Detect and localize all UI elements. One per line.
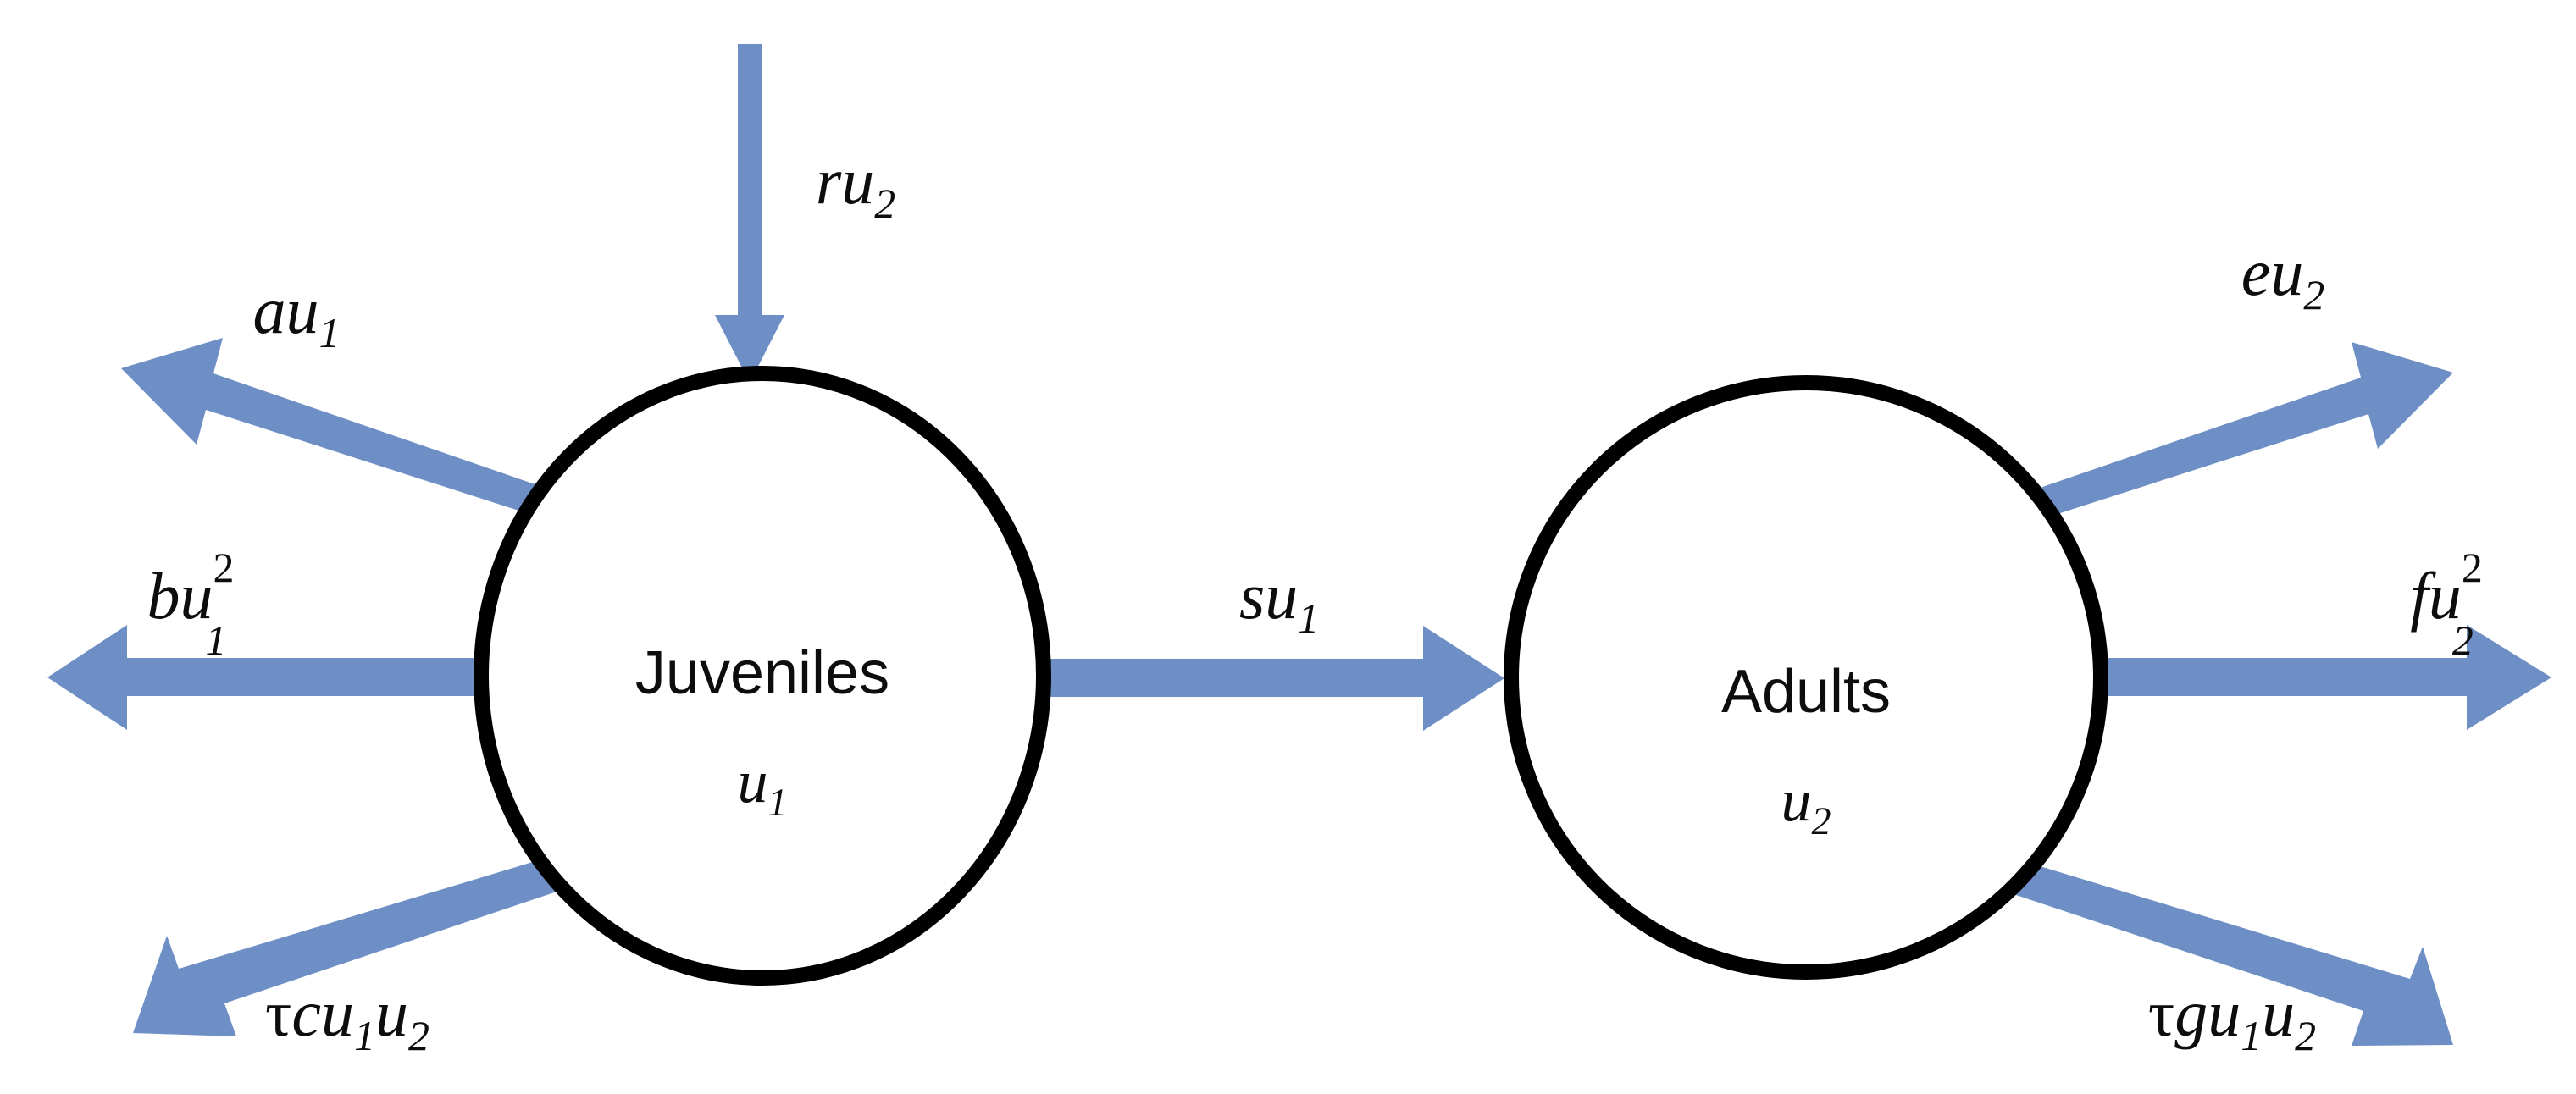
au1-base: a <box>253 274 286 347</box>
flow-arrow-au1 <box>121 338 563 525</box>
flow-label-eu2: eu2 <box>2241 235 2325 319</box>
eu2-var: u <box>2270 235 2303 309</box>
tcu1u2-var2: u <box>375 976 408 1050</box>
fu2sq-sup: 2 <box>2462 544 2483 591</box>
node-state-juveniles: u1 <box>737 748 787 824</box>
flow-arrow-tgu1u2 <box>1993 855 2453 1046</box>
flow-label-su1: su1 <box>1239 559 1319 643</box>
ru2-var: u <box>841 144 874 218</box>
tgu1u2-sub1: 1 <box>2241 1013 2262 1059</box>
tcu1u2-sub1: 1 <box>354 1013 375 1059</box>
eu2-arrow-shape <box>2015 342 2453 528</box>
ru2-sub: 2 <box>874 180 895 227</box>
tgu1u2-tau: τ <box>2148 976 2174 1050</box>
node-state-juveniles-sub: 1 <box>767 781 787 824</box>
flow-arrow-su1 <box>1045 626 1504 731</box>
flow-arrow-eu2 <box>2015 342 2453 528</box>
bu1sq-sup: 2 <box>213 544 235 591</box>
flow-arrow-bu1sq <box>47 625 487 730</box>
flow-arrow-ru2 <box>715 44 784 383</box>
su1-var: u <box>1265 559 1298 633</box>
au1-sub: 1 <box>319 310 341 356</box>
eu2-base: e <box>2241 235 2271 309</box>
tgu1u2-base: g <box>2174 976 2208 1050</box>
fu2sq-var: u <box>2429 559 2462 633</box>
node-state-juveniles-var: u <box>737 748 767 815</box>
tcu1u2-var1: u <box>321 976 354 1050</box>
tcu1u2-arrow-shape <box>133 851 582 1036</box>
node-circle-juveniles[interactable] <box>474 366 1051 986</box>
flow-label-tcu1u2: τcu1u2 <box>265 976 429 1060</box>
tcu1u2-sub2: 2 <box>408 1013 429 1059</box>
node-label-adults: Adults <box>1721 658 1891 726</box>
tgu1u2-arrow-shape <box>1993 855 2453 1046</box>
node-circle-adults[interactable] <box>1504 375 2108 980</box>
su1-base: s <box>1239 559 1265 633</box>
node-state-adults: u2 <box>1781 766 1831 843</box>
tgu1u2-var2: u <box>2262 976 2295 1050</box>
tgu1u2-var1: u <box>2208 976 2241 1050</box>
eu2-sub: 2 <box>2303 272 2324 318</box>
bu1sq-sub: 1 <box>205 617 226 664</box>
ru2-arrow-shape <box>715 44 784 383</box>
au1-arrow-shape <box>121 338 563 525</box>
su1-sub: 1 <box>1298 595 1319 642</box>
flow-label-au1: au1 <box>253 274 341 357</box>
flow-arrow-fu2sq <box>2091 625 2551 730</box>
tgu1u2-sub2: 2 <box>2295 1013 2316 1059</box>
flow-label-ru2: ru2 <box>816 144 895 228</box>
flow-label-tgu1u2: τgu1u2 <box>2148 976 2316 1060</box>
bu1sq-arrow-shape <box>47 625 487 730</box>
tcu1u2-base: c <box>291 976 321 1050</box>
fu2sq-sub: 2 <box>2452 617 2474 664</box>
ru2-base: r <box>816 144 842 218</box>
node-label-juveniles: Juveniles <box>635 639 889 707</box>
node-state-adults-sub: 2 <box>1811 799 1831 843</box>
fu2sq-arrow-shape <box>2091 625 2551 730</box>
bu1sq-base: b <box>147 559 180 633</box>
tcu1u2-tau: τ <box>265 976 291 1050</box>
bu1sq-var: u <box>180 559 213 633</box>
su1-arrow-shape <box>1045 626 1504 731</box>
flow-label-bu1sq: bu2 1 <box>147 544 235 664</box>
flow-arrow-tcu1u2 <box>133 851 582 1036</box>
au1-var: u <box>286 274 319 347</box>
node-state-adults-var: u <box>1781 766 1811 834</box>
